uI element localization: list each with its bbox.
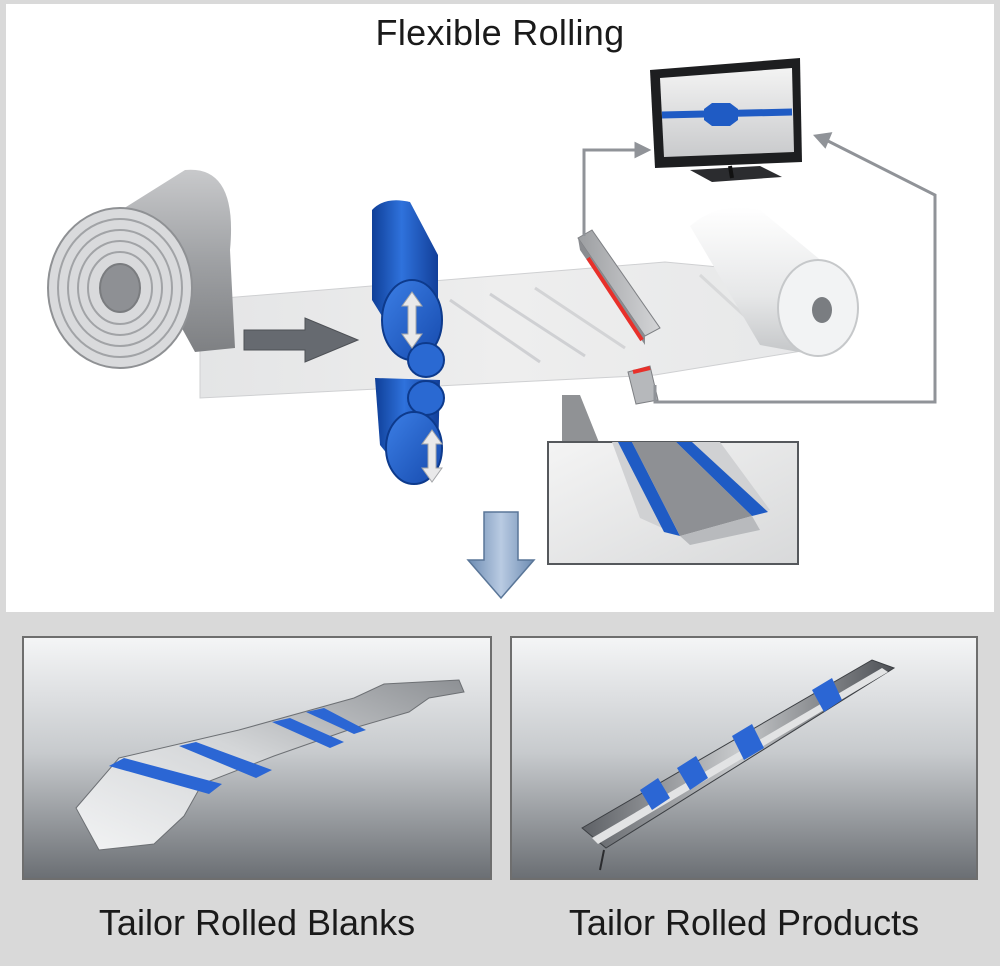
up-down-arrow-icon	[401, 291, 423, 349]
caption-tailor-rolled-products: Tailor Rolled Products	[568, 902, 920, 943]
up-down-arrow-icon	[421, 429, 443, 483]
thickness-zone	[179, 742, 272, 778]
feedback-loop	[582, 132, 937, 404]
thickness-zone	[677, 756, 708, 790]
process-diagram	[47, 58, 937, 600]
thickness-sensor-upper	[577, 229, 661, 345]
page-title: Flexible Rolling	[375, 12, 625, 53]
tailor-rolled-products-panel	[510, 636, 978, 880]
metal-coil	[47, 169, 235, 369]
tailor-rolled-product-illustration	[581, 659, 896, 871]
thickness-zone	[812, 678, 842, 712]
thickness-zone	[109, 758, 222, 794]
thickness-zone	[732, 724, 764, 760]
detail-inset	[547, 395, 799, 565]
thickness-zone	[272, 718, 344, 748]
lower-work-roller	[375, 378, 445, 485]
thickness-sensor-lower	[627, 365, 659, 405]
recoiler-coil	[690, 207, 859, 357]
upper-work-roller	[372, 200, 445, 378]
tailor-rolled-blanks-panel	[22, 636, 492, 880]
right-arrow-icon	[243, 317, 360, 363]
down-arrow-icon	[466, 511, 536, 600]
thickness-zone	[306, 708, 366, 734]
monitor-icon	[650, 58, 802, 182]
thickness-zone	[640, 778, 670, 810]
tailor-rolled-blank-illustration	[75, 679, 465, 851]
caption-tailor-rolled-blanks: Tailor Rolled Blanks	[98, 902, 416, 943]
